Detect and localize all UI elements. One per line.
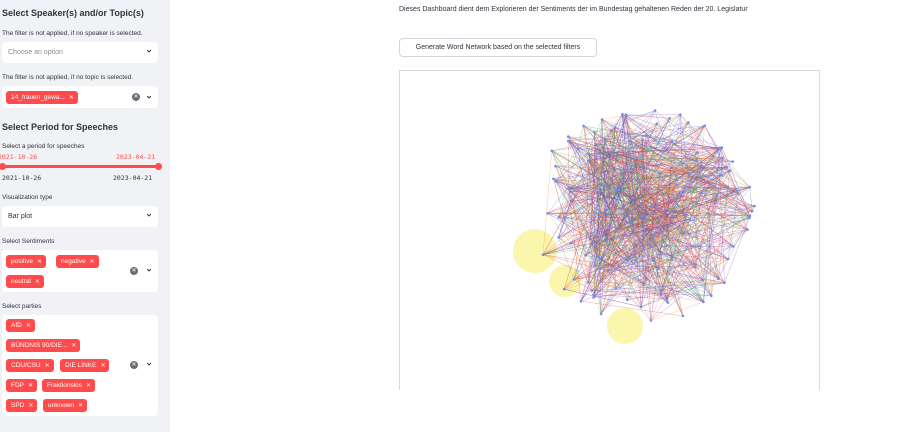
party-tag-gruene[interactable]: BÜNDNIS 90/DIE...✕ xyxy=(6,339,81,352)
tag-label: FDP xyxy=(11,382,24,389)
sidebar: Select Speaker(s) and/or Topic(s) The fi… xyxy=(0,0,170,432)
tag-label: CDU/CSU xyxy=(11,362,41,369)
x-icon[interactable]: ✕ xyxy=(28,403,34,409)
tag-label: BÜNDNIS 90/DIE... xyxy=(11,342,68,349)
party-tag-fraktionslos[interactable]: Fraktionslos✕ xyxy=(42,379,96,392)
tag-label: unknown xyxy=(48,402,75,409)
tag-label: AfD xyxy=(11,322,22,329)
topic-tag-label: 14_frauen_gewa... xyxy=(11,94,65,101)
viz-value: Bar plot xyxy=(8,213,33,220)
x-icon[interactable]: ✕ xyxy=(89,259,95,265)
tag-label: Fraktionslos xyxy=(47,382,83,389)
speaker-select[interactable]: Choose an option xyxy=(2,42,158,63)
chevron-down-icon[interactable] xyxy=(146,94,152,100)
network-canvas[interactable] xyxy=(400,71,820,390)
tag-label: DIE LINKE xyxy=(65,362,97,369)
sentiment-tag-neutral[interactable]: neutral✕ xyxy=(6,275,44,288)
topic-caption: The filter is not applied, if no topic i… xyxy=(2,74,134,81)
party-tag-linke[interactable]: DIE LINKE✕ xyxy=(60,359,110,372)
slider-end-value: 2023-04-21 xyxy=(116,153,156,161)
word-network-graph[interactable] xyxy=(399,70,820,390)
party-tag-fdp[interactable]: FDP ✕ xyxy=(6,379,38,392)
sentiment-tag-positive[interactable]: positive✕ xyxy=(6,255,47,268)
parties-select[interactable]: AfD✕ BÜNDNIS 90/DIE...✕ CDU/CSU✕ DIE LIN… xyxy=(2,315,158,416)
x-icon[interactable]: ✕ xyxy=(28,383,34,389)
slider-start-value: 2021-10-26 xyxy=(0,153,38,161)
slider-min-label: 2021-10-26 xyxy=(2,174,42,182)
speaker-topic-header: Select Speaker(s) and/or Topic(s) xyxy=(2,8,144,18)
party-tag-afd[interactable]: AfD✕ xyxy=(6,319,35,332)
x-icon[interactable]: ✕ xyxy=(78,403,84,409)
network-cluster-halo xyxy=(607,308,643,344)
x-icon[interactable]: ✕ xyxy=(68,95,74,101)
tag-label: neutral xyxy=(11,278,31,285)
chevron-down-icon[interactable] xyxy=(146,267,152,273)
x-icon[interactable]: ✕ xyxy=(71,343,77,349)
period-caption: Select a period for speeches xyxy=(2,143,85,150)
sentiment-tag-negative[interactable]: negative✕ xyxy=(56,255,99,268)
network-nodes xyxy=(541,109,756,322)
x-icon[interactable]: ✕ xyxy=(34,279,40,285)
speaker-placeholder: Choose an option xyxy=(8,49,63,56)
network-edges xyxy=(542,110,755,321)
party-tag-unknown[interactable]: unknown✕ xyxy=(43,399,88,412)
chevron-down-icon[interactable] xyxy=(146,212,152,218)
topic-tag[interactable]: 14_frauen_gewa...✕ xyxy=(6,91,78,104)
slider-start-handle[interactable] xyxy=(0,163,6,170)
x-icon[interactable]: ✕ xyxy=(37,259,43,265)
clear-circle-icon[interactable]: ✕ xyxy=(132,93,140,101)
chevron-down-icon[interactable] xyxy=(146,48,152,54)
x-icon[interactable]: ✕ xyxy=(25,323,31,329)
viz-caption: Visualization type xyxy=(2,194,53,201)
parties-caption: Select parties xyxy=(2,303,42,310)
topic-select[interactable]: 14_frauen_gewa...✕ ✕ xyxy=(2,86,158,108)
period-header: Select Period for Speeches xyxy=(2,122,119,132)
sentiments-select[interactable]: positive✕ negative✕ neutral✕ ✕ xyxy=(2,250,158,292)
slider-end-handle[interactable] xyxy=(155,163,162,170)
speaker-caption: The filter is not applied, if no speaker… xyxy=(2,30,143,37)
tag-label: SPD xyxy=(11,402,25,409)
chevron-down-icon[interactable] xyxy=(146,361,152,367)
clear-circle-icon[interactable]: ✕ xyxy=(130,267,138,275)
x-icon[interactable]: ✕ xyxy=(100,363,106,369)
viz-select[interactable]: Bar plot xyxy=(2,206,158,227)
tag-label: positive xyxy=(11,258,34,265)
network-cluster-halo xyxy=(513,229,557,273)
slider-max-label: 2023-04-21 xyxy=(113,174,153,182)
x-icon[interactable]: ✕ xyxy=(44,363,50,369)
generate-network-button[interactable]: Generate Word Network based on the selec… xyxy=(399,38,597,57)
sentiments-caption: Select Sentiments xyxy=(2,238,55,245)
intro-text: Dieses Dashboard dient dem Explorieren d… xyxy=(399,6,748,13)
tag-label: negative xyxy=(61,258,86,265)
party-tag-cdu-csu[interactable]: CDU/CSU✕ xyxy=(6,359,54,372)
network-cluster-halo xyxy=(549,265,581,297)
party-tag-spd[interactable]: SPD✕ xyxy=(6,399,38,412)
clear-circle-icon[interactable]: ✕ xyxy=(130,361,138,369)
period-slider-track[interactable] xyxy=(2,165,158,168)
x-icon[interactable]: ✕ xyxy=(86,383,92,389)
